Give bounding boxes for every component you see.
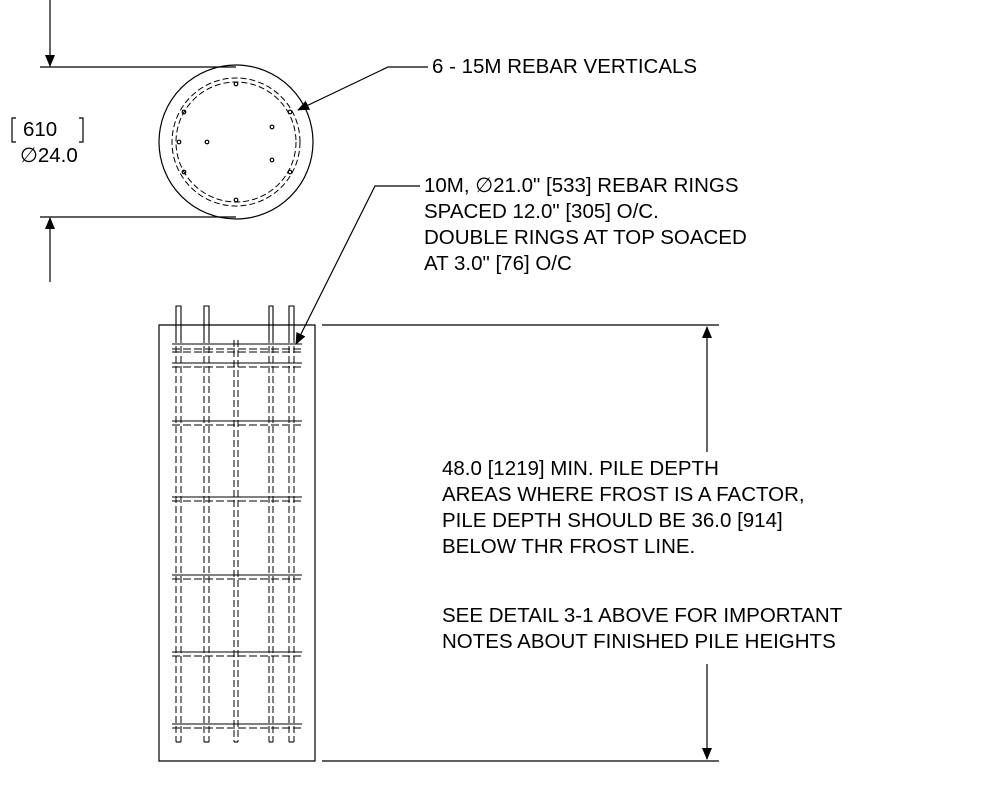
note-line: SEE DETAIL 3-1 ABOVE FOR IMPORTANT [442, 604, 843, 627]
rebar-dot [288, 110, 292, 114]
rebar-ring [172, 575, 302, 579]
pile-elevation-view [159, 306, 315, 761]
vertical-rebar-leader [297, 67, 428, 110]
rebar-dot [270, 125, 274, 129]
rebar-dot [234, 82, 238, 86]
note-line: BELOW THR FROST LINE. [442, 535, 696, 558]
rebar-ring [172, 724, 302, 728]
rebar-ring-inner-dashed [176, 82, 296, 202]
rebar-top [176, 306, 181, 340]
note-line: 48.0 [1219] MIN. PILE DEPTH [442, 457, 719, 480]
metric-bracket-right [79, 118, 83, 142]
rebar-ring [172, 421, 302, 425]
vertical-rebar-dots [177, 82, 292, 202]
leader-line [297, 67, 428, 110]
diameter-symbol: ∅ [20, 144, 38, 167]
note-line: DOUBLE RINGS AT TOP SOACED [424, 226, 747, 249]
diameter-dimension-label: 610 ∅24.0 [20, 117, 78, 169]
vertical-rebars [176, 306, 294, 742]
rebar-dot [288, 170, 292, 174]
rebar-ring [172, 497, 302, 501]
rebar-rings [172, 344, 302, 728]
rebar-dot [177, 140, 181, 144]
depth-dimension [322, 325, 719, 761]
rebar-dot [270, 158, 274, 162]
note-line: AT 3.0" [76] O/C [424, 252, 572, 275]
diameter-metric-value: 610 [23, 118, 58, 141]
rebar-dot [234, 198, 238, 202]
note-line: NOTES ABOUT FINISHED PILE HEIGHTS [442, 630, 836, 653]
pile-outline [159, 325, 315, 761]
vertical-rebar-tops [176, 306, 294, 340]
metric-bracket-left [12, 118, 16, 142]
rebar-ring-outer-dashed [172, 78, 300, 206]
rebar-ring [172, 344, 302, 352]
vertical-rebar-note: 6 - 15M REBAR VERTICALS [432, 54, 697, 80]
pile-plan-view [159, 65, 313, 219]
note-line: 10M, ∅21.0" [533] REBAR RINGS [424, 174, 739, 197]
rebar-ring [172, 363, 302, 367]
leader-line [296, 186, 420, 345]
ring-note-leader [296, 186, 420, 345]
note-line: PILE DEPTH SHOULD BE 36.0 [914] [442, 509, 783, 532]
rebar-dot [182, 110, 186, 114]
diameter-imperial-row: ∅24.0 [20, 143, 78, 169]
diameter-dimension [12, 0, 236, 282]
rebar-top [269, 306, 273, 340]
rebar-dot [205, 140, 209, 144]
note-line: AREAS WHERE FROST IS A FACTOR, [442, 483, 805, 506]
detail-reference-note: SEE DETAIL 3-1 ABOVE FOR IMPORTANT NOTES… [442, 603, 842, 655]
diameter-imperial-value: 24.0 [37, 144, 78, 167]
rebar-ring [172, 652, 302, 656]
pile-outer-circle [159, 65, 313, 219]
note-line: SPACED 12.0" [305] O/C. [424, 200, 659, 223]
note-line: 6 - 15M REBAR VERTICALS [432, 55, 698, 78]
rebar-dot [182, 170, 186, 174]
pile-depth-note: 48.0 [1219] MIN. PILE DEPTH AREAS WHERE … [442, 456, 805, 560]
rebar-top [204, 306, 209, 340]
rebar-ring-note: 10M, ∅21.0" [533] REBAR RINGS SPACED 12.… [424, 173, 747, 277]
rebar-top [289, 306, 294, 340]
